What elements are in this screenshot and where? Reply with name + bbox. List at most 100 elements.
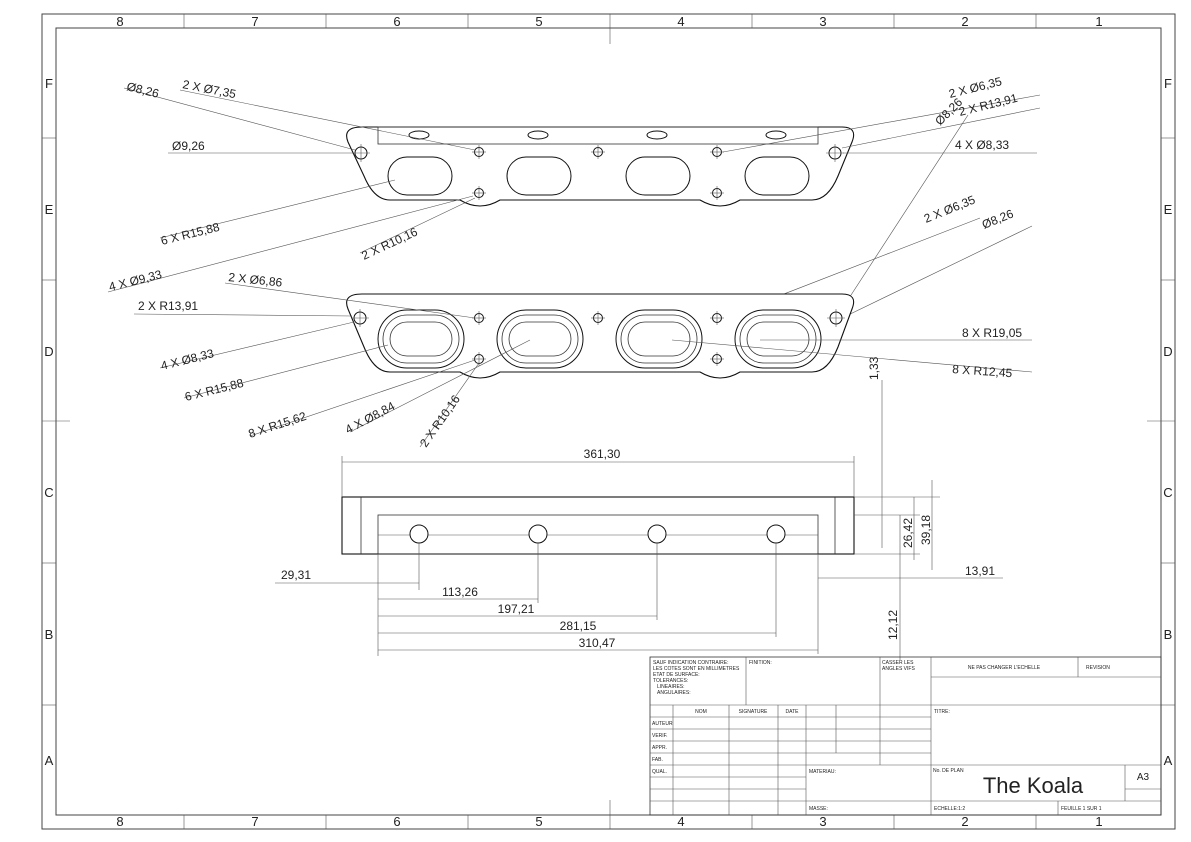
tb-note-5: LINEAIRES:: [657, 684, 685, 690]
zone-ticks: [42, 14, 1175, 829]
tb-note-3: ETAT DE SURFACE:: [653, 672, 700, 678]
dim-8xr1562: 8 X R15,62: [247, 409, 309, 441]
dim-2642: 26,42: [901, 518, 915, 548]
dim-8xr1245: 8 X R12,45: [952, 362, 1013, 380]
tb-masse: MASSE:: [809, 806, 828, 812]
zone-row-left: C: [44, 485, 53, 500]
dim-133: 1,33: [867, 356, 881, 380]
zone-labels: 8 7 6 5 4 3 2 1 8 7 6 5 4 3 2 1 F E D C …: [44, 14, 1172, 829]
zone-row-right: D: [1163, 344, 1172, 359]
tb-date: DATE: [786, 709, 800, 715]
dim-4xd884: 4 X Ø8,84: [343, 399, 398, 437]
zone-col-top: 2: [961, 14, 968, 29]
zone-row-right: E: [1164, 202, 1173, 217]
zone-col-top: 6: [393, 14, 400, 29]
zone-col-bottom: 6: [393, 814, 400, 829]
tb-role-fab: FAB.: [652, 757, 663, 763]
tb-revision: REVISION: [1086, 665, 1110, 671]
dim-6xr1588-mid: 6 X R15,88: [183, 376, 245, 404]
tb-note-1: SAUF INDICATION CONTRAIRE:: [653, 660, 728, 666]
zone-row-left: A: [45, 753, 54, 768]
tb-signature: SIGNATURE: [739, 709, 768, 715]
tb-nom: NOM: [695, 709, 707, 715]
tb-no-scale: NE PAS CHANGER L'ECHELLE: [968, 665, 1041, 671]
dim-1212: 12,12: [886, 610, 900, 640]
tb-no-plan: No. DE PLAN: [933, 768, 964, 774]
outer-border: [41, 13, 1176, 830]
tb-materiau: MATERIAU:: [809, 769, 836, 775]
port-1: [377, 309, 465, 369]
zone-col-bottom: 8: [116, 814, 123, 829]
zone-col-top: 5: [535, 14, 542, 29]
tb-finition: FINITION:: [749, 660, 772, 666]
zone-row-right: A: [1164, 753, 1173, 768]
zone-row-left: F: [45, 76, 53, 91]
zone-row-left: B: [45, 627, 54, 642]
zone-row-right: C: [1163, 485, 1172, 500]
zone-col-top: 3: [819, 14, 826, 29]
tb-role-verif: VERIF.: [652, 733, 668, 739]
side-view-dimensions: 361,30 26,42 39,18 29,31 113,26 197,21 2…: [281, 447, 995, 650]
dim-1391: 13,91: [965, 564, 995, 578]
dim-28115: 281,15: [560, 619, 597, 633]
tb-role-appr: APPR.: [652, 745, 667, 751]
port-3: [615, 309, 703, 369]
dim-4xd833-mid: 4 X Ø8,33: [159, 346, 215, 373]
dim-d926: Ø9,26: [172, 139, 205, 153]
dim-3918: 39,18: [919, 515, 933, 545]
middle-view-leaders: [133, 282, 1033, 548]
dim-36130: 361,30: [584, 447, 621, 461]
dim-2xr1391-mid: 2 X R13,91: [138, 299, 198, 313]
dim-19721: 197,21: [498, 602, 535, 616]
tb-note-4: TOLERANCES:: [653, 678, 688, 684]
title-block: SAUF INDICATION CONTRAIRE: LES COTES SON…: [649, 656, 1162, 816]
dim-6xr1588-top: 6 X R15,88: [159, 220, 221, 248]
tb-role-qual: QUAL.: [652, 769, 667, 775]
dim-2xd735: 2 X Ø7,35: [181, 77, 237, 101]
dim-31047: 310,47: [579, 636, 616, 650]
side-view-dim-lines: [275, 456, 1003, 660]
zone-col-bottom: 7: [251, 814, 258, 829]
tb-titre: TITRE:: [934, 709, 950, 715]
zone-col-bottom: 4: [677, 814, 684, 829]
tb-cassure-2: ANGLES VIFS: [882, 666, 915, 672]
tb-note-6: ANGULAIRES:: [657, 690, 691, 696]
top-view-flange: [346, 126, 855, 207]
dim-2xd635-mid: 2 X Ø6,35: [922, 192, 978, 225]
zone-col-bottom: 5: [535, 814, 542, 829]
tb-cassure-1: CASSER LES: [882, 660, 914, 666]
inner-border: [55, 27, 1162, 816]
zone-col-top: 7: [251, 14, 258, 29]
dim-d826-mid-right: Ø8,26: [980, 206, 1016, 231]
dim-2xr1016-mid: 2 X R10,16: [417, 392, 463, 449]
dim-2xd686: 2 X Ø6,86: [228, 270, 284, 290]
tb-sheet-size: A3: [1137, 772, 1150, 783]
tb-feuille: FEUILLE 1 SUR 1: [1061, 806, 1102, 812]
port-2: [496, 309, 584, 369]
dim-d826: Ø8,26: [125, 79, 160, 101]
tb-note-2: LES COTES SONT EN MILLIMETRES: [653, 666, 740, 672]
zone-row-left: D: [44, 344, 53, 359]
tb-role-auteur: AUTEUR: [652, 721, 673, 727]
tb-drawing-title: The Koala: [983, 773, 1084, 798]
dim-8xr1905: 8 X R19,05: [962, 326, 1022, 340]
zone-col-bottom: 1: [1095, 814, 1102, 829]
port-4: [734, 309, 822, 369]
zone-row-right: B: [1164, 627, 1173, 642]
side-view-flange: [341, 496, 855, 555]
dim-2xr1016-top: 2 X R10,16: [359, 225, 420, 263]
zone-col-top: 1: [1095, 14, 1102, 29]
middle-view-flange: [346, 293, 855, 379]
tb-echelle: ECHELLE:1:2: [934, 806, 965, 812]
dim-4xd833-top: 4 X Ø8,33: [955, 138, 1009, 152]
zone-col-top: 8: [116, 14, 123, 29]
zone-col-bottom: 3: [819, 814, 826, 829]
dim-11326: 113,26: [442, 585, 478, 599]
zone-col-bottom: 2: [961, 814, 968, 829]
zone-col-top: 4: [677, 14, 684, 29]
zone-row-left: E: [45, 202, 54, 217]
zone-row-right: F: [1164, 76, 1172, 91]
dim-4xd933: 4 X Ø9,33: [107, 267, 163, 294]
dim-2931: 29,31: [281, 568, 311, 582]
